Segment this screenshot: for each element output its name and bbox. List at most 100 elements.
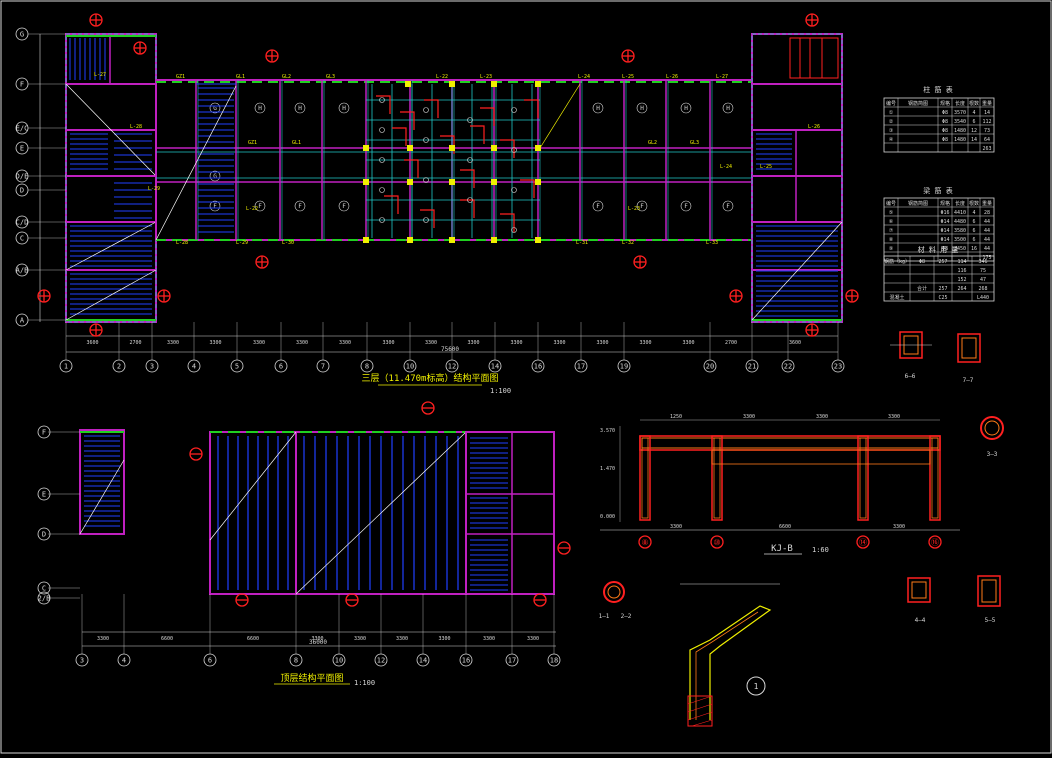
span-dim: 3300: [467, 340, 479, 346]
section-5-label: 5—5: [985, 617, 996, 624]
slab-tag: F: [294, 200, 306, 212]
table-cell: 257: [938, 259, 947, 265]
axis-bubble-D/E: D/E: [15, 169, 29, 183]
section-6-label: 6—6: [905, 373, 916, 380]
axis-bubble-D: D: [15, 183, 29, 197]
axis-label: 18: [550, 657, 558, 665]
axis-bubble-E: E: [15, 141, 29, 155]
axis-bubble-14: 14: [488, 359, 502, 373]
section-4-4: 4—4: [907, 577, 931, 624]
svg-text:F: F: [342, 203, 346, 210]
beam-label: GZ1: [248, 140, 257, 146]
frame-dim: 3300: [816, 414, 828, 420]
axis-label: 14: [491, 363, 499, 371]
frame-axis-bubble: ⑯: [928, 535, 942, 549]
section-5-5: 5—5: [977, 575, 1001, 624]
axis-bubble-18: 18: [547, 653, 561, 667]
axis-bubble-3: 3: [75, 653, 89, 667]
svg-text:H: H: [298, 105, 302, 112]
table-cell: 73: [984, 128, 990, 134]
slab-tag: F: [254, 200, 266, 212]
beam-label: L-32: [622, 240, 634, 246]
axis-bubble-12: 12: [374, 653, 388, 667]
frame-axis-bubble: ⑩: [710, 535, 724, 549]
svg-text:⑭: ⑭: [859, 538, 867, 547]
svg-text:H: H: [342, 105, 346, 112]
axis-label: 2: [117, 363, 121, 371]
beam-label: GL1: [236, 74, 245, 80]
table-cell: 16: [971, 246, 977, 252]
axis-label: C/D: [16, 219, 29, 227]
span-dim: 3300: [682, 340, 694, 346]
beam-label: GL2: [648, 140, 657, 146]
table-cell: ②: [889, 119, 894, 125]
axis-bubble-D: D: [37, 527, 51, 541]
top-plan-scale: 1:100: [490, 387, 511, 395]
axis-bubble-8: 8: [289, 653, 303, 667]
axis-bubble-10: 10: [403, 359, 417, 373]
table-cell: 3570: [954, 110, 966, 116]
axis-label: 23: [834, 363, 842, 371]
table-cell: 44: [984, 237, 990, 243]
table-header: 根数: [969, 100, 979, 107]
axis-bubble-G: G: [15, 27, 29, 41]
slab-tag: F: [722, 200, 734, 212]
table-cell: Φ8: [942, 128, 948, 134]
span-dim: 3300: [167, 340, 179, 346]
table-cell: Φ14: [940, 219, 949, 225]
table-cell: 14: [984, 110, 990, 116]
beam-label: L-27: [94, 72, 106, 78]
axis-label: 4: [122, 657, 126, 665]
span-dim: 3300: [527, 636, 539, 642]
table-cell: 4: [972, 210, 975, 216]
slab-tag: H: [294, 102, 306, 114]
table-cell: 116: [957, 268, 966, 274]
beam-label: L-33: [706, 240, 718, 246]
axis-label: 6: [208, 657, 212, 665]
top-plan-left-axis-bubbles: GFE/CED/EDC/DCA/BA: [15, 27, 66, 327]
axis-label: 20: [706, 363, 714, 371]
right-wing: [751, 33, 843, 323]
axis-label: 10: [335, 657, 343, 665]
slab-tag: H: [592, 102, 604, 114]
span-dim: 6600: [247, 636, 259, 642]
frame-dim: 3300: [888, 414, 900, 420]
axis-label: D: [20, 187, 24, 195]
table-cell: 44: [984, 246, 990, 252]
axis-bubble-20: 20: [703, 359, 717, 373]
span-dim: 3600: [789, 340, 801, 346]
span-dim: 3300: [639, 340, 651, 346]
table-cell: 1480: [954, 137, 966, 143]
slab-tag: H: [680, 102, 692, 114]
span-dim: 3300: [209, 340, 221, 346]
frame-level: 3.570: [600, 428, 615, 434]
table-cell: 4480: [954, 219, 966, 225]
slab-tag: F: [680, 200, 692, 212]
table-cell: Φ8: [942, 137, 948, 143]
axis-bubble-5: 5: [230, 359, 244, 373]
slab-tag: G: [209, 102, 221, 114]
axis-label: 12: [377, 657, 385, 665]
axis-bubble-6: 6: [274, 359, 288, 373]
beam-label: L-26: [808, 124, 820, 130]
axis-bubble-3: 3: [145, 359, 159, 373]
detail-number: 1: [754, 682, 759, 691]
top-plan-title: 三层（11.470m标高）结构平面图: [362, 372, 499, 384]
svg-text:G: G: [213, 173, 217, 180]
section-4-label: 4—4: [915, 617, 926, 624]
axis-bubble-C: C: [15, 231, 29, 245]
frame-dim: 3300: [670, 524, 682, 530]
beam-label: L-23: [480, 74, 492, 80]
span-dim: 3300: [438, 636, 450, 642]
table-cell: 6: [972, 237, 975, 243]
span-dim: 3300: [253, 340, 265, 346]
table-cell: 1480: [954, 128, 966, 134]
beam-label: L-23: [628, 206, 640, 212]
axis-label: 17: [577, 363, 585, 371]
axis-bubble-2/B: 2/B: [37, 591, 51, 605]
frame-scale: 1:60: [812, 546, 829, 554]
table-header: 钢筋简图: [908, 100, 928, 107]
axis-bubble-E/C: E/C: [15, 121, 29, 135]
